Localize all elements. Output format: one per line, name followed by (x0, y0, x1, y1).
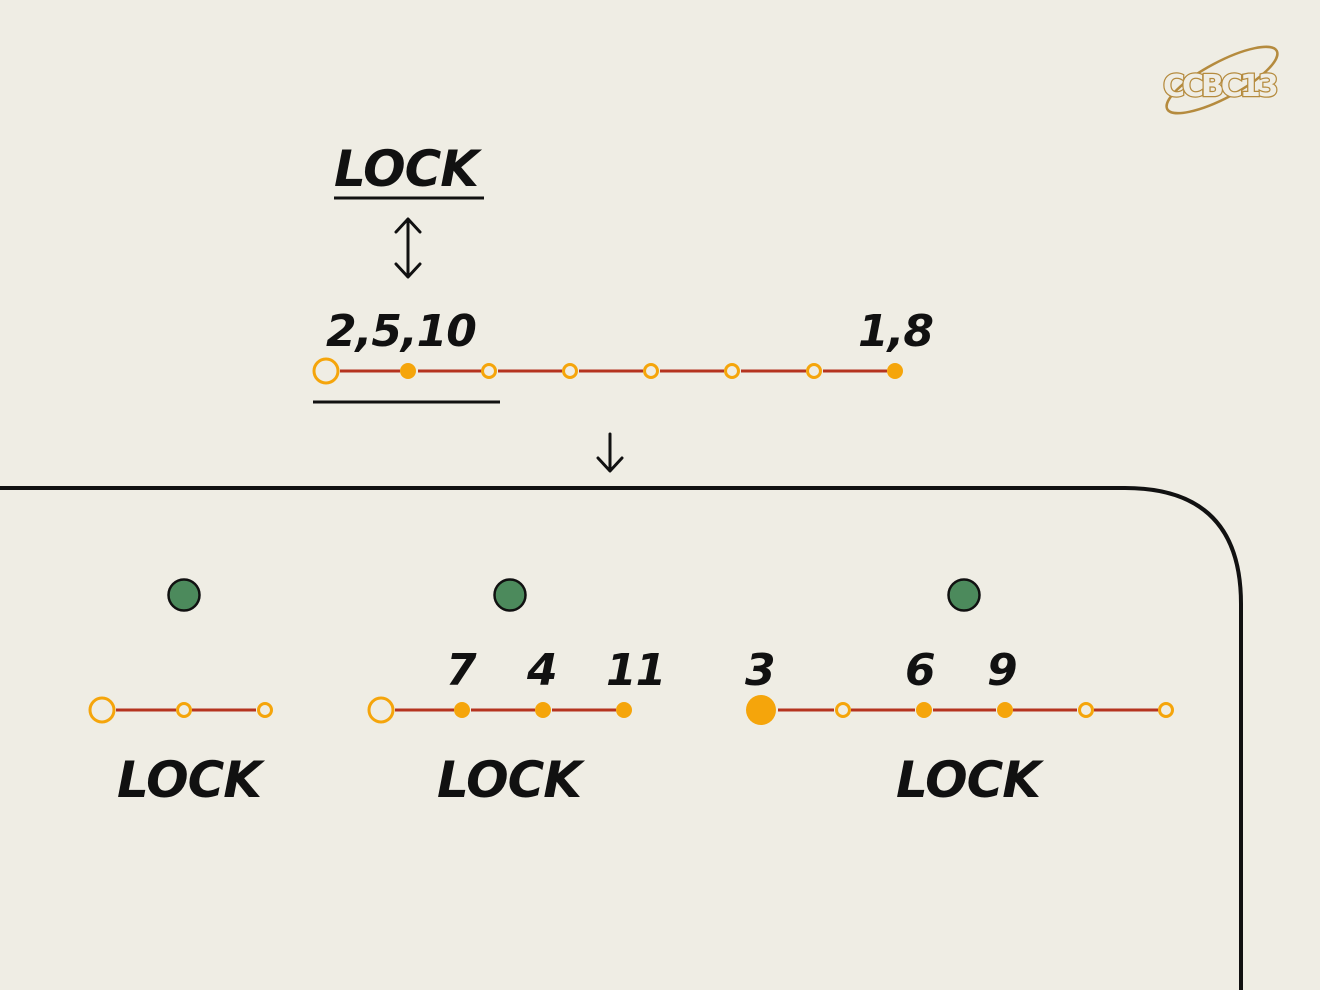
group-2-rail (367, 696, 632, 724)
table-boundary (0, 486, 1243, 990)
group-3-lock-label: LOCK (896, 751, 1044, 809)
group-2-number-2: 4 (526, 645, 557, 696)
double-arrow-icon (394, 217, 422, 279)
rail-node-empty (643, 363, 659, 379)
logo-text: CCBC13 (1163, 69, 1277, 104)
group-3-number-1: 3 (745, 645, 775, 696)
top-lock-label: LOCK (334, 140, 482, 198)
top-numbers-right: 1,8 (858, 306, 933, 357)
group-3-rail (746, 695, 1174, 725)
rail-node-filled (887, 363, 903, 379)
rail-node-filled (616, 702, 632, 718)
top-numbers-left: 2,5,10 (326, 306, 476, 357)
rail-node-empty (562, 363, 578, 379)
logo-icon: CCBC13 (1162, 45, 1281, 115)
rail-node-large-filled (746, 695, 776, 725)
rail-node-empty (1078, 702, 1094, 718)
rail-node-filled (400, 363, 416, 379)
target-dot-icon (493, 578, 527, 612)
rail-node-empty (724, 363, 740, 379)
group-2-number-3: 11 (606, 645, 665, 696)
rail-node-empty (835, 702, 851, 718)
rail-node-empty (481, 363, 497, 379)
rail-node-filled (916, 702, 932, 718)
rail-node-empty (257, 702, 273, 718)
top-rail-nodes (312, 357, 903, 385)
group-3-number-2: 6 (905, 645, 935, 696)
rail-node-start (312, 357, 340, 385)
target-dot-icon (167, 578, 201, 612)
group-2-lock-label: LOCK (437, 751, 585, 809)
group-3-number-3: 9 (987, 645, 1017, 696)
group-1-rail (88, 696, 273, 724)
group-1-lock-label: LOCK (117, 751, 265, 809)
target-dot-icon (947, 578, 981, 612)
rail-node-empty (806, 363, 822, 379)
rail-node-filled (997, 702, 1013, 718)
rail-node-start (367, 696, 395, 724)
rail-node-filled (454, 702, 470, 718)
rail-node-start (88, 696, 116, 724)
rail-node-empty (1158, 702, 1174, 718)
rail-node-filled (535, 702, 551, 718)
rail-node-empty (176, 702, 192, 718)
group-2-number-1: 7 (446, 645, 477, 696)
down-arrow-icon (596, 432, 624, 473)
